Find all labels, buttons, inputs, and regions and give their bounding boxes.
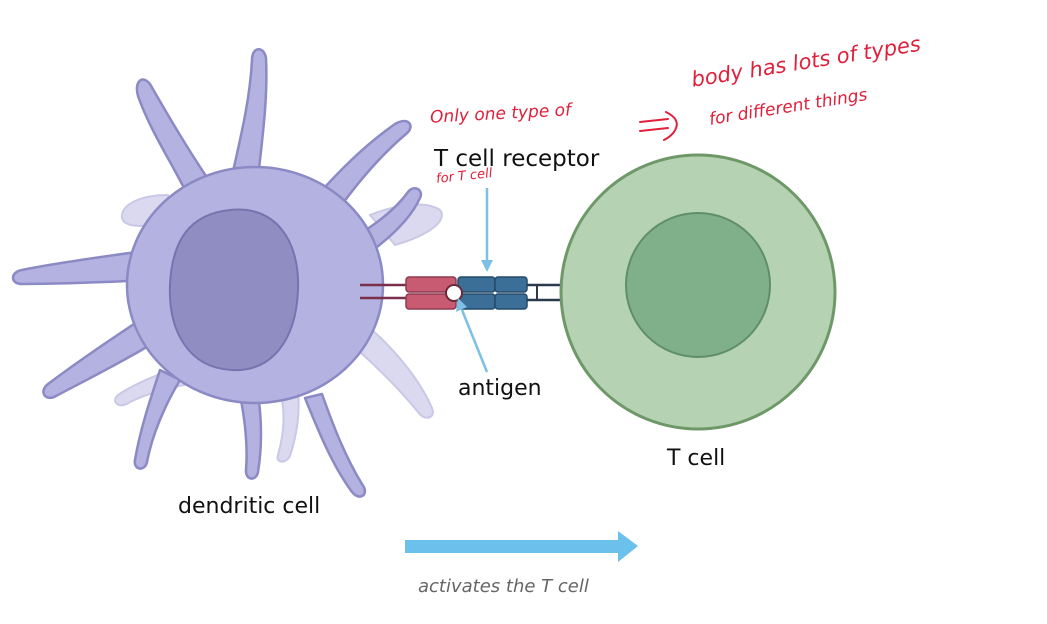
t-cell-label: T cell (667, 446, 726, 471)
antigen-label: antigen (458, 376, 542, 401)
receptor-segment-b2 (494, 293, 528, 310)
receptor-pointer-arrow (481, 188, 493, 272)
t-cell-receptor-label: T cell receptor (434, 146, 600, 172)
activation-caption: activates the T cell (418, 576, 589, 597)
receptor-segment-a2 (494, 276, 528, 293)
dendritic-cell (11, 48, 443, 498)
antigen-peptide (445, 284, 463, 302)
antigen-pointer-arrow (456, 298, 489, 373)
mhc-molecule (360, 276, 457, 310)
dendritic-cell-nucleus (168, 208, 300, 372)
dendritic-cell-label: dendritic cell (178, 494, 321, 519)
t-cell-receptor (457, 276, 585, 310)
activation-arrow (405, 531, 638, 562)
t-cell (559, 153, 837, 431)
implies-arrow-mark (639, 111, 678, 141)
receptor-segment-a1 (457, 276, 496, 293)
t-cell-nucleus (625, 212, 771, 358)
